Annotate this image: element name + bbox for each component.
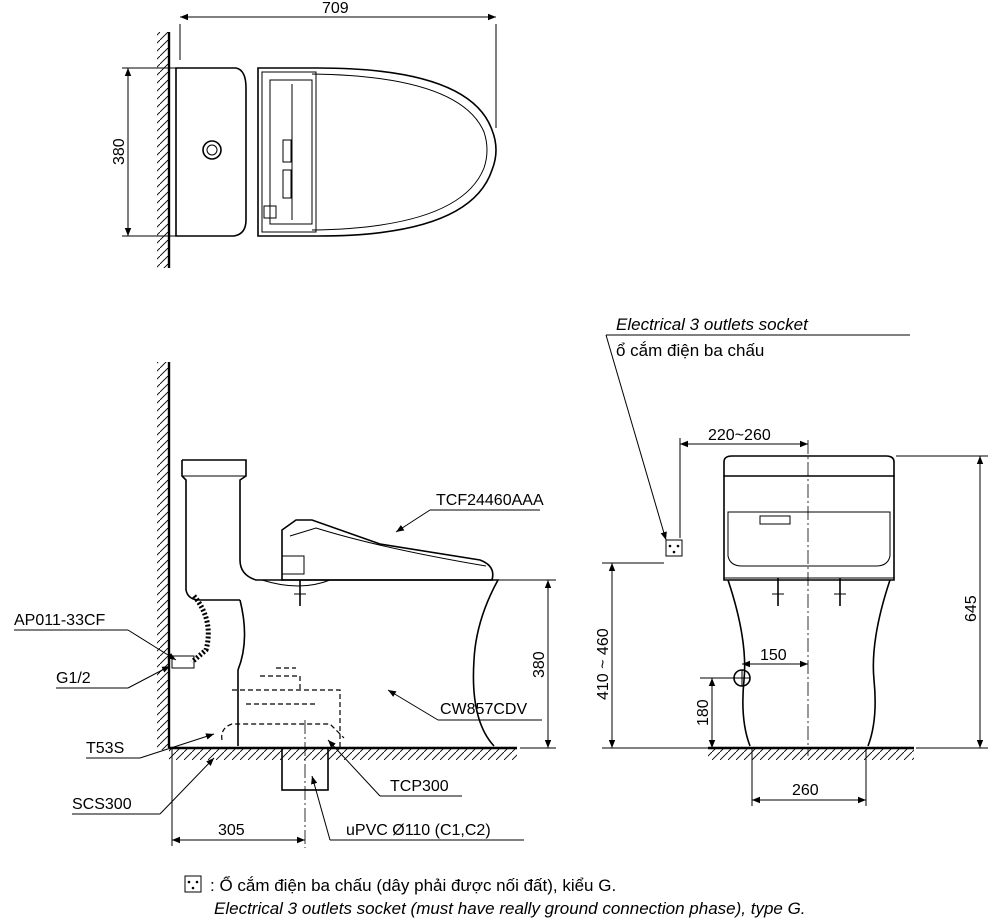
top-tank — [175, 67, 247, 237]
side-view: 380 305 TCF24460AAA CW857CDV AP011-33CF … — [14, 362, 556, 848]
front-base-width-dim: 260 — [792, 782, 819, 799]
side-bowl — [280, 579, 500, 747]
top-buttons-icon — [282, 169, 292, 199]
side-floor-hatch — [169, 748, 517, 760]
front-supply-offset-dim: 150 — [760, 647, 787, 664]
top-view: 709 380 — [111, 0, 497, 268]
side-tank — [182, 459, 280, 581]
side-seat — [281, 519, 494, 581]
front-seat — [723, 476, 895, 581]
top-seat — [257, 67, 497, 237]
label-trap: TCP300 — [390, 778, 449, 795]
side-height-dim: 380 — [531, 651, 548, 678]
front-view: Electrical 3 outlets socket ổ cắm điện b… — [595, 315, 988, 806]
top-width-dim: 709 — [322, 0, 349, 17]
front-supply-height-dim: 180 — [695, 699, 712, 726]
front-pedestal — [727, 579, 751, 747]
legend-vi: : Ổ cắm điện ba chấu (dây phải được nối … — [210, 876, 616, 895]
side-valve — [171, 655, 195, 669]
side-roughin-dim: 305 — [218, 822, 245, 839]
top-depth-dim: 380 — [111, 138, 128, 165]
top-switch-icon — [282, 139, 292, 163]
legend: : Ổ cắm điện ba chấu (dây phải được nối … — [184, 875, 806, 918]
label-valve: AP011-33CF — [14, 612, 106, 629]
label-thread: G1/2 — [56, 670, 91, 687]
label-seat: TCF24460AAA — [436, 492, 544, 509]
front-socket-height-dim: 410 ~ 460 — [595, 628, 612, 700]
front-tank-lid — [723, 455, 895, 477]
legend-en: Electrical 3 outlets socket (must have r… — [214, 899, 806, 918]
front-floor-hatch — [708, 748, 914, 760]
flush-button-icon — [202, 140, 222, 160]
top-wall-hatch — [157, 32, 169, 268]
label-pipe: uPVC Ø110 (C1,C2) — [346, 822, 491, 839]
front-button-strip — [759, 515, 791, 525]
label-floor-part: SCS300 — [72, 796, 132, 813]
legend-socket-icon — [184, 875, 202, 893]
socket-label-en: Electrical 3 outlets socket — [616, 315, 809, 334]
label-hose: T53S — [86, 740, 124, 757]
top-control-panel — [261, 71, 317, 233]
socket-label-vi: ổ cắm điện ba chấu — [616, 341, 764, 360]
side-wall-hatch — [157, 362, 169, 750]
label-bowl: CW857CDV — [440, 701, 527, 718]
socket-icon — [665, 539, 683, 557]
side-trap-outline — [232, 667, 341, 748]
front-socket-offset-dim: 220~260 — [708, 427, 771, 444]
side-hose — [190, 594, 211, 664]
front-total-height-dim: 645 — [963, 595, 980, 622]
